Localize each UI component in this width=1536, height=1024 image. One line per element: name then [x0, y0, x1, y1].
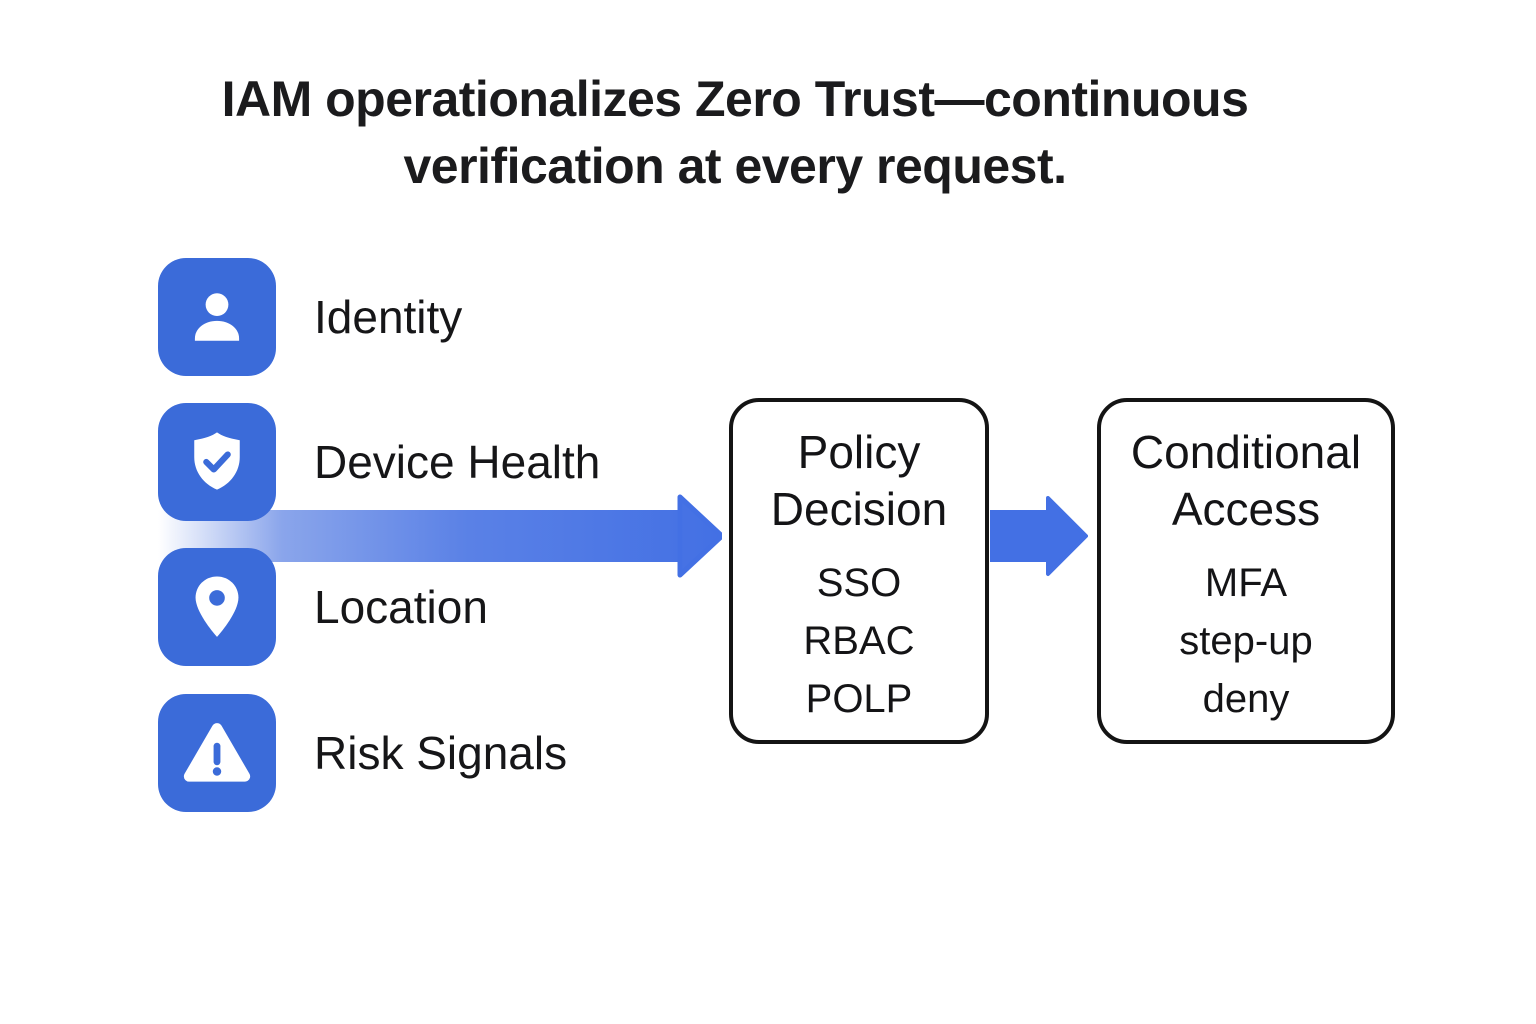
policy-decision-box: Policy Decision SSO RBAC POLP [729, 398, 989, 744]
signal-label-device-health: Device Health [314, 436, 601, 488]
conditional-access-title-line1: Conditional [1130, 426, 1362, 478]
location-pin-icon [158, 548, 276, 666]
warning-triangle-icon [158, 694, 276, 812]
box-item-mfa: MFA [1204, 561, 1288, 605]
shield-check-icon [158, 403, 276, 521]
conditional-access-box: Conditional Access MFA step-up deny [1097, 398, 1395, 744]
signal-label-identity: Identity [314, 291, 463, 343]
signal-row-identity: Identity [158, 258, 462, 376]
page-title: IAM operationalizes Zero Trust—continuou… [0, 66, 1470, 200]
conditional-access-items: MFA step-up deny [1101, 554, 1391, 728]
box-item-step-up: step-up [1179, 619, 1313, 663]
page-title-line2: verification at every request. [403, 138, 1067, 194]
box-item-polp: POLP [805, 677, 913, 721]
person-icon [158, 258, 276, 376]
signal-label-risk-signals: Risk Signals [314, 727, 568, 779]
box-item-rbac: RBAC [803, 619, 915, 663]
signal-row-device-health: Device Health [158, 403, 600, 521]
policy-decision-title-line1: Policy [797, 426, 921, 478]
box-item-deny: deny [1202, 677, 1290, 721]
page-title-line1: IAM operationalizes Zero Trust—continuou… [221, 71, 1249, 127]
policy-decision-title-line2: Decision [770, 483, 948, 535]
conditional-access-title-line2: Access [1171, 483, 1321, 535]
signal-label-location: Location [314, 581, 488, 633]
policy-decision-box-title: Policy Decision [733, 424, 985, 538]
signal-row-location: Location [158, 548, 488, 666]
signal-row-risk-signals: Risk Signals [158, 694, 567, 812]
conditional-access-box-title: Conditional Access [1101, 424, 1391, 538]
policy-decision-items: SSO RBAC POLP [733, 554, 985, 728]
policy-to-conditional-arrow-icon [990, 496, 1088, 576]
box-item-sso: SSO [816, 561, 902, 605]
